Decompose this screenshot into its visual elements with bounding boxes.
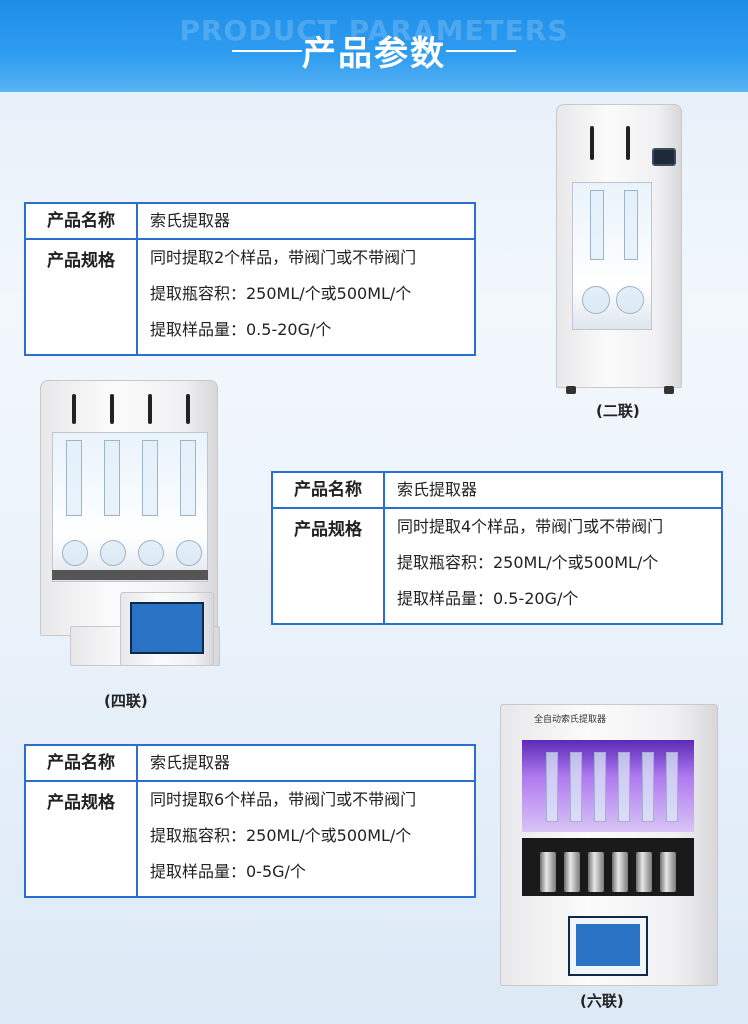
spec-line: 提取样品量：0.5-20G/个 <box>150 320 332 339</box>
name-value: 索氏提取器 <box>397 480 478 499</box>
spec-label: 产品规格 <box>273 509 385 625</box>
caption-6-unit: (六联) <box>580 992 624 1010</box>
spec-row-name: 产品名称 索氏提取器 <box>26 204 474 240</box>
spec-table-2: 产品名称 索氏提取器 产品规格 同时提取2个样品，带阀门或不带阀门 提取瓶容积：… <box>24 202 476 356</box>
spec-values: 同时提取6个样品，带阀门或不带阀门 提取瓶容积：250ML/个或500ML/个 … <box>138 782 474 898</box>
spec-row-spec: 产品规格 同时提取2个样品，带阀门或不带阀门 提取瓶容积：250ML/个或500… <box>26 240 474 356</box>
caption-4-unit: (四联) <box>104 692 148 710</box>
spec-row-spec: 产品规格 同时提取6个样品，带阀门或不带阀门 提取瓶容积：250ML/个或500… <box>26 782 474 898</box>
spec-row-spec: 产品规格 同时提取4个样品，带阀门或不带阀门 提取瓶容积：250ML/个或500… <box>273 509 721 625</box>
device-label: 全自动索氏提取器 <box>534 715 607 725</box>
header-band: PRODUCT PARAMETERS 产品参数 <box>0 0 748 92</box>
name-label: 产品名称 <box>26 746 138 780</box>
spec-label: 产品规格 <box>26 782 138 898</box>
header-line-right <box>446 50 516 52</box>
spec-row-name: 产品名称 索氏提取器 <box>26 746 474 782</box>
header-line-left <box>232 50 302 52</box>
spec-table-6: 产品名称 索氏提取器 产品规格 同时提取6个样品，带阀门或不带阀门 提取瓶容积：… <box>24 744 476 898</box>
spec-label: 产品规格 <box>26 240 138 356</box>
spec-line: 同时提取2个样品，带阀门或不带阀门 <box>150 248 417 267</box>
spec-line: 同时提取6个样品，带阀门或不带阀门 <box>150 790 417 809</box>
page-title: 产品参数 <box>302 34 446 74</box>
spec-values: 同时提取2个样品，带阀门或不带阀门 提取瓶容积：250ML/个或500ML/个 … <box>138 240 474 356</box>
spec-line: 提取瓶容积：250ML/个或500ML/个 <box>150 826 412 845</box>
spec-line: 提取样品量：0.5-20G/个 <box>397 589 579 608</box>
spec-table-4: 产品名称 索氏提取器 产品规格 同时提取4个样品，带阀门或不带阀门 提取瓶容积：… <box>271 471 723 625</box>
name-value: 索氏提取器 <box>150 753 231 772</box>
name-label: 产品名称 <box>26 204 138 238</box>
spec-line: 同时提取4个样品，带阀门或不带阀门 <box>397 517 664 536</box>
spec-line: 提取瓶容积：250ML/个或500ML/个 <box>150 284 412 303</box>
spec-line: 提取样品量：0-5G/个 <box>150 862 306 881</box>
spec-row-name: 产品名称 索氏提取器 <box>273 473 721 509</box>
caption-2-unit: (二联) <box>596 402 640 420</box>
name-value: 索氏提取器 <box>150 211 231 230</box>
spec-values: 同时提取4个样品，带阀门或不带阀门 提取瓶容积：250ML/个或500ML/个 … <box>385 509 721 625</box>
header-watermark-text: PRODUCT PARAMETERS <box>179 14 569 47</box>
spec-line: 提取瓶容积：250ML/个或500ML/个 <box>397 553 659 572</box>
name-label: 产品名称 <box>273 473 385 507</box>
